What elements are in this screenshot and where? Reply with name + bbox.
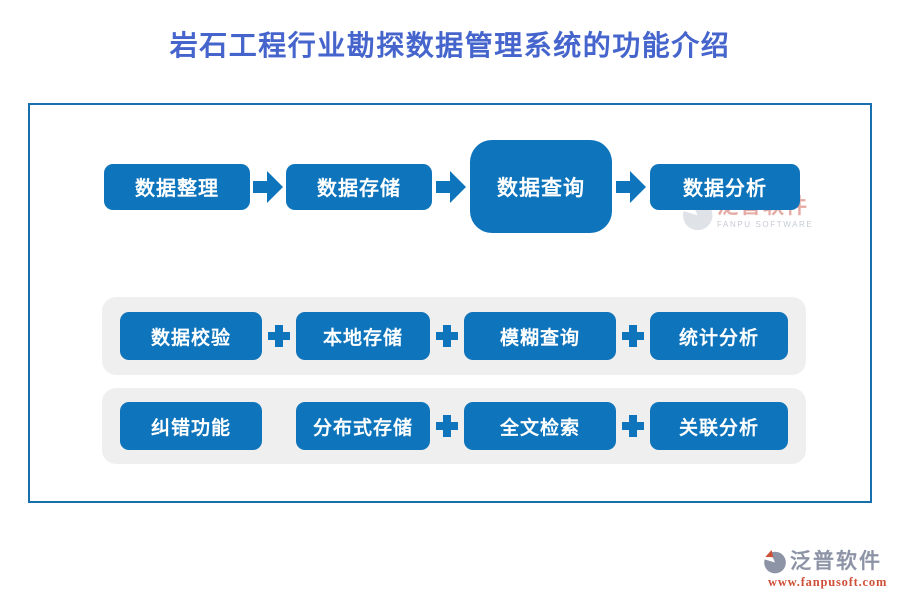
feature-distributed-storage: 分布式存储 (296, 402, 430, 450)
flow-step-data-organize: 数据整理 (104, 163, 250, 210)
feature-local-storage: 本地存储 (296, 312, 430, 360)
feature-data-check: 数据校验 (120, 312, 262, 360)
flow-step-data-storage: 数据存储 (286, 163, 432, 210)
footer-brand-text: 泛普软件 (790, 549, 882, 573)
feature-band-1: 数据校验 本地存储 模糊查询 统计分析 (102, 297, 806, 375)
fanpu-logo-icon (762, 549, 786, 574)
flow-step-data-analysis: 数据分析 (650, 163, 800, 210)
flow-arrow-icon (616, 170, 646, 203)
flow-arrow-icon (436, 170, 466, 203)
feature-correlation-analysis: 关联分析 (650, 402, 788, 450)
diagram-frame: 泛普软件 FANPU SOFTWARE 数据整理 数据存储 数据查询 数据分析 … (28, 103, 872, 503)
plus-icon (268, 325, 290, 347)
flow-row: 数据整理 数据存储 数据查询 数据分析 (30, 140, 870, 233)
flow-step-data-query: 数据查询 (470, 140, 612, 233)
plus-icon (436, 325, 458, 347)
page-title: 岩石工程行业勘探数据管理系统的功能介绍 (169, 31, 731, 62)
feature-band-2: 纠错功能 分布式存储 全文检索 关联分析 (102, 388, 806, 464)
plus-icon (436, 415, 458, 437)
footer-url-text: www.fanpusoft.com (768, 575, 888, 589)
plus-icon (622, 325, 644, 347)
flow-arrow-icon (253, 170, 283, 203)
footer-logo: 泛普软件 www.fanpusoft.com (762, 549, 887, 590)
feature-fuzzy-query: 模糊查询 (464, 312, 616, 360)
plus-icon (622, 415, 644, 437)
feature-error-correction: 纠错功能 (120, 402, 262, 450)
feature-statistical-analysis: 统计分析 (650, 312, 788, 360)
feature-fulltext-search: 全文检索 (464, 402, 616, 450)
watermark-subtitle-text: FANPU SOFTWARE (717, 220, 814, 229)
